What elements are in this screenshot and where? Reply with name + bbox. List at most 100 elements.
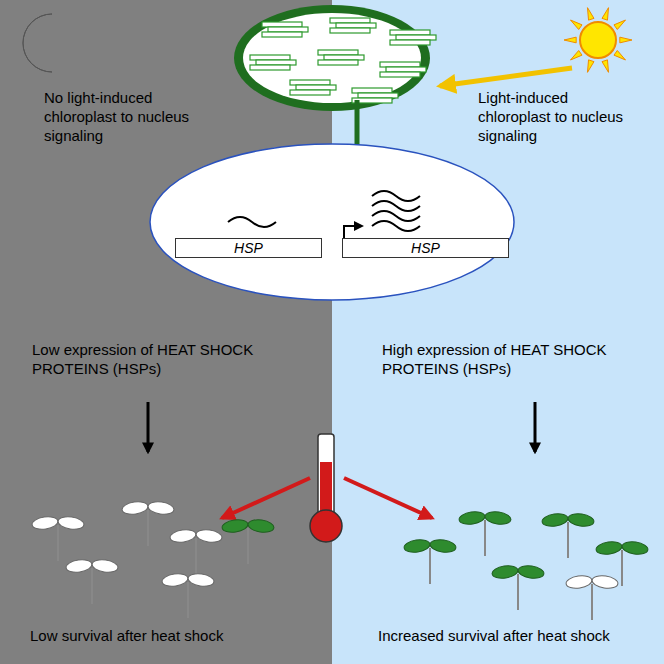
illustration-part [256,60,296,65]
gene-label: HSP [411,240,440,256]
illustration-part [621,540,648,556]
seedlings [31,500,648,620]
illustration-part [429,538,456,554]
illustration-part [517,564,544,580]
illustration-part [390,40,430,45]
illustration-part [243,13,421,103]
light-arrow [440,68,572,86]
illustration-part [31,515,58,531]
illustration-part [458,510,485,526]
illustration-part [534,402,537,452]
illustration-part [403,538,430,554]
moon [23,14,52,72]
illustration-part [187,572,214,588]
caption-text: Increased survival after heat shock [378,626,658,645]
illustration-part [591,574,618,590]
illustration-part [595,540,622,556]
gene-box: HSP [342,238,509,258]
illustration-part [396,35,436,40]
illustration-part [150,144,514,300]
illustration-part [147,500,174,516]
illustration-part [290,80,330,85]
illustration-part [429,548,431,584]
illustration-part [222,478,310,518]
illustration-part [564,37,576,43]
illustration-part [250,55,290,60]
illustration-part [65,558,92,574]
illustration-part [491,564,518,580]
illustration-part [169,528,196,544]
illustration-part [344,226,362,238]
illustration-part [484,510,511,526]
illustration-part [147,510,149,546]
illustration-part [330,18,370,23]
illustration-part [602,60,608,72]
illustration-part [262,22,302,27]
chloroplast [234,5,436,111]
illustration-part [195,528,222,544]
illustration-part [296,85,336,90]
illustration-part [121,500,148,516]
promoter-arrow [344,226,362,238]
illustration-part [318,50,358,55]
illustration-part [91,558,118,574]
illustration-part [372,211,420,221]
caption-text: No light-induced chloroplast to nucleus … [44,88,194,145]
illustration-part [567,512,594,528]
gene-label: HSP [234,240,263,256]
illustration-part [228,217,276,227]
illustration-part [324,55,364,60]
illustration-part [358,93,398,98]
illustration-part [247,518,274,534]
illustration-part [57,525,59,561]
illustration-part [484,520,486,556]
illustration-part [372,201,420,211]
illustration-part [587,8,593,20]
illustration-part [621,550,623,586]
illustration-part [372,191,420,201]
illustration-part [567,522,569,558]
illustration-part [161,572,188,588]
illustration-part [91,568,93,604]
illustration-part [221,518,248,534]
illustration-part [23,14,52,72]
illustration-part [57,515,84,531]
illustration-part [565,574,592,590]
illustration-part [310,510,342,542]
illustration-part [602,8,608,20]
illustration-part [195,538,197,574]
illustration-part [386,67,426,72]
illustration-part [390,30,430,35]
caption-text: Low survival after heat shock [30,626,310,645]
illustration-part [332,0,664,664]
illustration-part [591,584,593,620]
caption-text: High expression of HEAT SHOCK PROTEINS (… [382,340,632,378]
illustration-part [147,402,150,452]
illustration-part [268,27,308,32]
caption-text: Low expression of HEAT SHOCK PROTEINS (H… [32,340,277,378]
illustration-part [290,90,330,95]
illustration-part [250,65,290,70]
illustration-part [570,51,582,60]
illustration-part [187,582,189,618]
illustration-part [541,512,568,528]
illustration-part [517,574,519,610]
illustration-part [614,20,626,29]
illustration-part [587,60,593,72]
illustration-part [570,20,582,29]
illustration-part [234,5,430,111]
illustration-part [247,528,249,564]
illustration-part [352,88,392,93]
illustration-part [318,60,358,65]
thermometer [310,434,342,542]
sun [564,8,632,73]
illustration-part [372,221,420,231]
expression-arrows [148,402,535,452]
illustration-part [336,23,376,28]
illustration-part [620,37,632,43]
illustration-part [380,72,420,77]
gene-box: HSP [175,238,322,258]
illustration-part [330,28,370,33]
caption-text: Light-induced chloroplast to nucleus sig… [478,88,643,145]
